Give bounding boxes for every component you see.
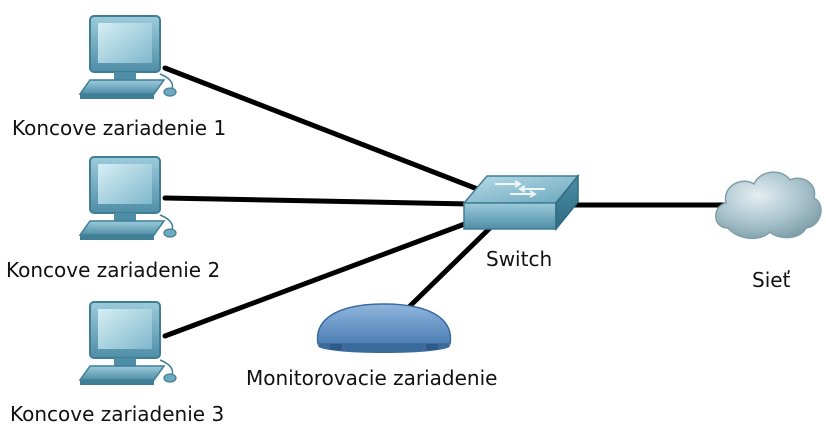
node-label-switch: Switch <box>486 247 553 271</box>
node-label-network: Sieť <box>752 268 791 292</box>
node-label-pc1: Koncove zariadenie 1 <box>12 116 227 140</box>
link-monitor-switch <box>407 223 495 309</box>
monitoring-device-icon <box>316 303 452 353</box>
link-pc2-switch <box>162 195 473 207</box>
link-pc1-switch <box>162 65 483 193</box>
node-label-pc2: Koncove zariadenie 2 <box>6 258 221 282</box>
network-switch-icon <box>462 173 580 232</box>
cloud-icon <box>715 171 822 240</box>
desktop-computer-icon <box>78 301 177 385</box>
desktop-computer-icon <box>78 156 177 240</box>
link-pc3-switch <box>162 219 473 339</box>
desktop-computer-icon <box>78 15 177 99</box>
links <box>162 65 728 339</box>
node-label-monitor: Monitorovacie zariadenie <box>246 366 498 390</box>
node-label-pc3: Koncove zariadenie 3 <box>10 402 225 426</box>
